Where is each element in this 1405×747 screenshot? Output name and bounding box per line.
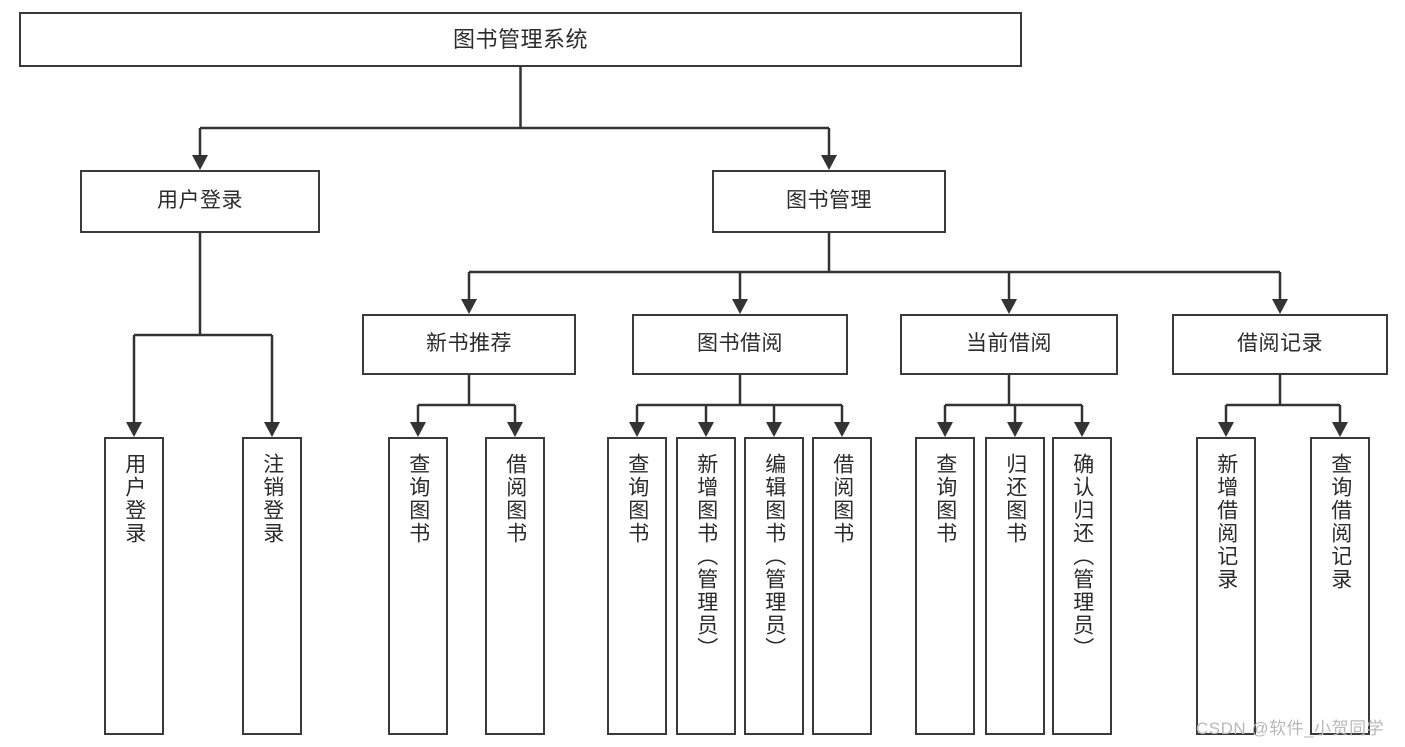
node-leaf_4[interactable]: 查询图书: [607, 437, 667, 735]
node-l2_3[interactable]: 借阅记录: [1172, 314, 1388, 375]
arrowhead-icon: [834, 422, 850, 437]
arrowhead-icon: [1001, 299, 1017, 314]
node-label: 用户登录: [157, 189, 243, 213]
node-leaf_5[interactable]: 新增图书（管理员）: [676, 437, 736, 735]
node-l2_1[interactable]: 图书借阅: [632, 314, 848, 375]
node-label: 新增图书（管理员）: [694, 453, 718, 660]
node-label: 查询借阅记录: [1328, 453, 1352, 591]
arrowhead-icon: [461, 299, 477, 314]
arrowhead-icon: [937, 422, 953, 437]
node-label: 查询图书: [933, 453, 957, 545]
arrowhead-icon: [410, 422, 426, 437]
node-label: 归还图书: [1003, 453, 1027, 545]
node-leaf_7[interactable]: 借阅图书: [812, 437, 872, 735]
node-label: 新书推荐: [426, 332, 512, 356]
arrowhead-icon: [1007, 422, 1023, 437]
node-leaf_9[interactable]: 归还图书: [985, 437, 1045, 735]
node-label: 借阅图书: [503, 453, 527, 545]
arrowhead-icon: [264, 422, 280, 437]
arrowhead-icon: [732, 299, 748, 314]
node-leaf_12[interactable]: 查询借阅记录: [1310, 437, 1370, 735]
arrowhead-icon: [1332, 422, 1348, 437]
node-label: 当前借阅: [966, 332, 1052, 356]
arrowhead-icon: [766, 422, 782, 437]
node-label: 借阅记录: [1237, 332, 1323, 356]
node-label: 编辑图书（管理员）: [762, 453, 786, 660]
arrowhead-icon: [126, 422, 142, 437]
arrowhead-icon: [1272, 299, 1288, 314]
node-label: 图书管理: [786, 189, 872, 213]
arrowhead-icon: [1218, 422, 1234, 437]
arrowhead-icon: [192, 155, 208, 170]
node-label: 图书借阅: [697, 332, 783, 356]
node-label: 用户登录: [122, 453, 146, 545]
arrowhead-icon: [698, 422, 714, 437]
node-leaf_8[interactable]: 查询图书: [915, 437, 975, 735]
node-label: 确认归还（管理员）: [1070, 453, 1094, 660]
node-label: 新增借阅记录: [1214, 453, 1238, 591]
node-label: 图书管理系统: [452, 26, 588, 52]
node-label: 查询图书: [625, 453, 649, 545]
arrowhead-icon: [1074, 422, 1090, 437]
node-leaf_0[interactable]: 用户登录: [104, 437, 164, 735]
node-l1_0[interactable]: 用户登录: [80, 170, 320, 233]
node-leaf_1[interactable]: 注销登录: [242, 437, 302, 735]
node-leaf_3[interactable]: 借阅图书: [485, 437, 545, 735]
node-label: 查询图书: [406, 453, 430, 545]
arrowhead-icon: [507, 422, 523, 437]
node-label: 注销登录: [260, 453, 284, 545]
node-l1_1[interactable]: 图书管理: [712, 170, 946, 233]
csdn-watermark: CSDN @软件_小贺同学: [1196, 719, 1385, 738]
node-l2_0[interactable]: 新书推荐: [362, 314, 576, 375]
node-leaf_11[interactable]: 新增借阅记录: [1196, 437, 1256, 735]
arrowhead-icon: [821, 155, 837, 170]
node-leaf_10[interactable]: 确认归还（管理员）: [1052, 437, 1112, 735]
node-root[interactable]: 图书管理系统: [19, 12, 1022, 67]
arrowhead-icon: [629, 422, 645, 437]
node-label: 借阅图书: [830, 453, 854, 545]
node-leaf_6[interactable]: 编辑图书（管理员）: [744, 437, 804, 735]
node-leaf_2[interactable]: 查询图书: [388, 437, 448, 735]
node-l2_2[interactable]: 当前借阅: [900, 314, 1118, 375]
